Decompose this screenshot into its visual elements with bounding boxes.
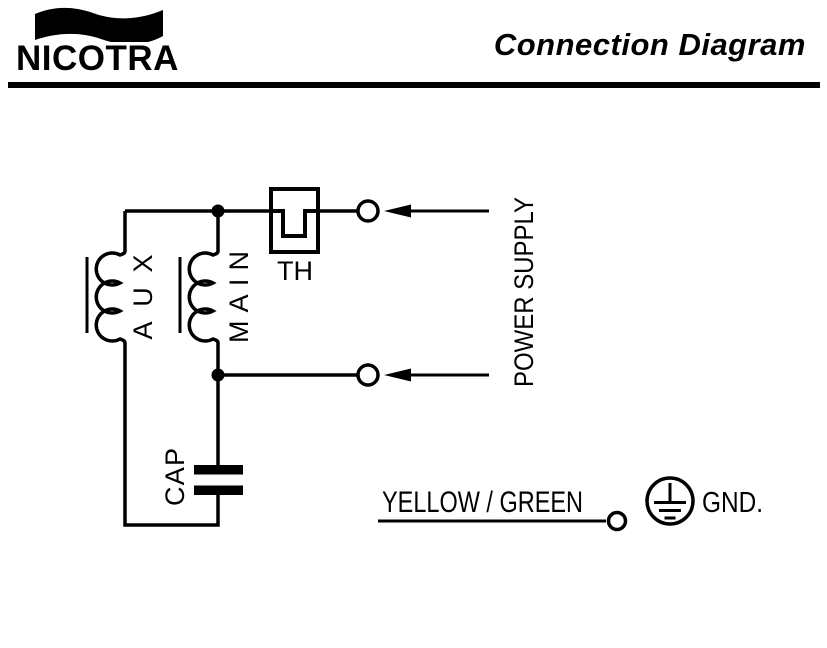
- th-contact-path: [271, 209, 318, 238]
- terminal-circle-1: [356, 199, 380, 223]
- header-rule: [8, 82, 820, 88]
- capacitor-plate-bottom: [194, 485, 243, 495]
- arrow-head-1: [384, 204, 411, 218]
- protective-earth-icon: [645, 476, 695, 526]
- th-box: [269, 187, 320, 254]
- terminal-circle-2: [356, 363, 380, 387]
- cap-label: CAP: [160, 448, 190, 506]
- thermal-protector: TH: [269, 187, 320, 286]
- main-coil-path: [187, 211, 220, 465]
- aux-label: AUX: [128, 255, 158, 340]
- power-supply-label: POWER SUPPLY: [509, 197, 539, 387]
- capacitor-plate-top: [194, 465, 243, 475]
- arrow-head-2: [384, 368, 411, 382]
- supply-wires: [125, 209, 357, 377]
- page-title: Connection Diagram: [493, 27, 806, 62]
- capacitor: CAP: [160, 448, 243, 506]
- main-winding: MAIN: [178, 211, 254, 465]
- main-label: MAIN: [224, 251, 254, 343]
- nicotra-flag-icon: [35, 7, 163, 42]
- flag-shape: [35, 7, 163, 42]
- gnd-label: GND.: [702, 487, 763, 519]
- aux-winding: AUX: [85, 211, 220, 527]
- power-terminal-2: [356, 363, 489, 387]
- brand-logo-text: NICOTRA: [16, 39, 179, 78]
- aux-coil-path: [94, 211, 220, 527]
- ground-terminal-circle: [606, 510, 628, 532]
- power-terminal-1: [356, 199, 489, 223]
- ground-lead: YELLOW / GREEN GND.: [378, 476, 763, 532]
- th-label: TH: [277, 256, 313, 286]
- yellow-green-label: YELLOW / GREEN: [382, 486, 583, 519]
